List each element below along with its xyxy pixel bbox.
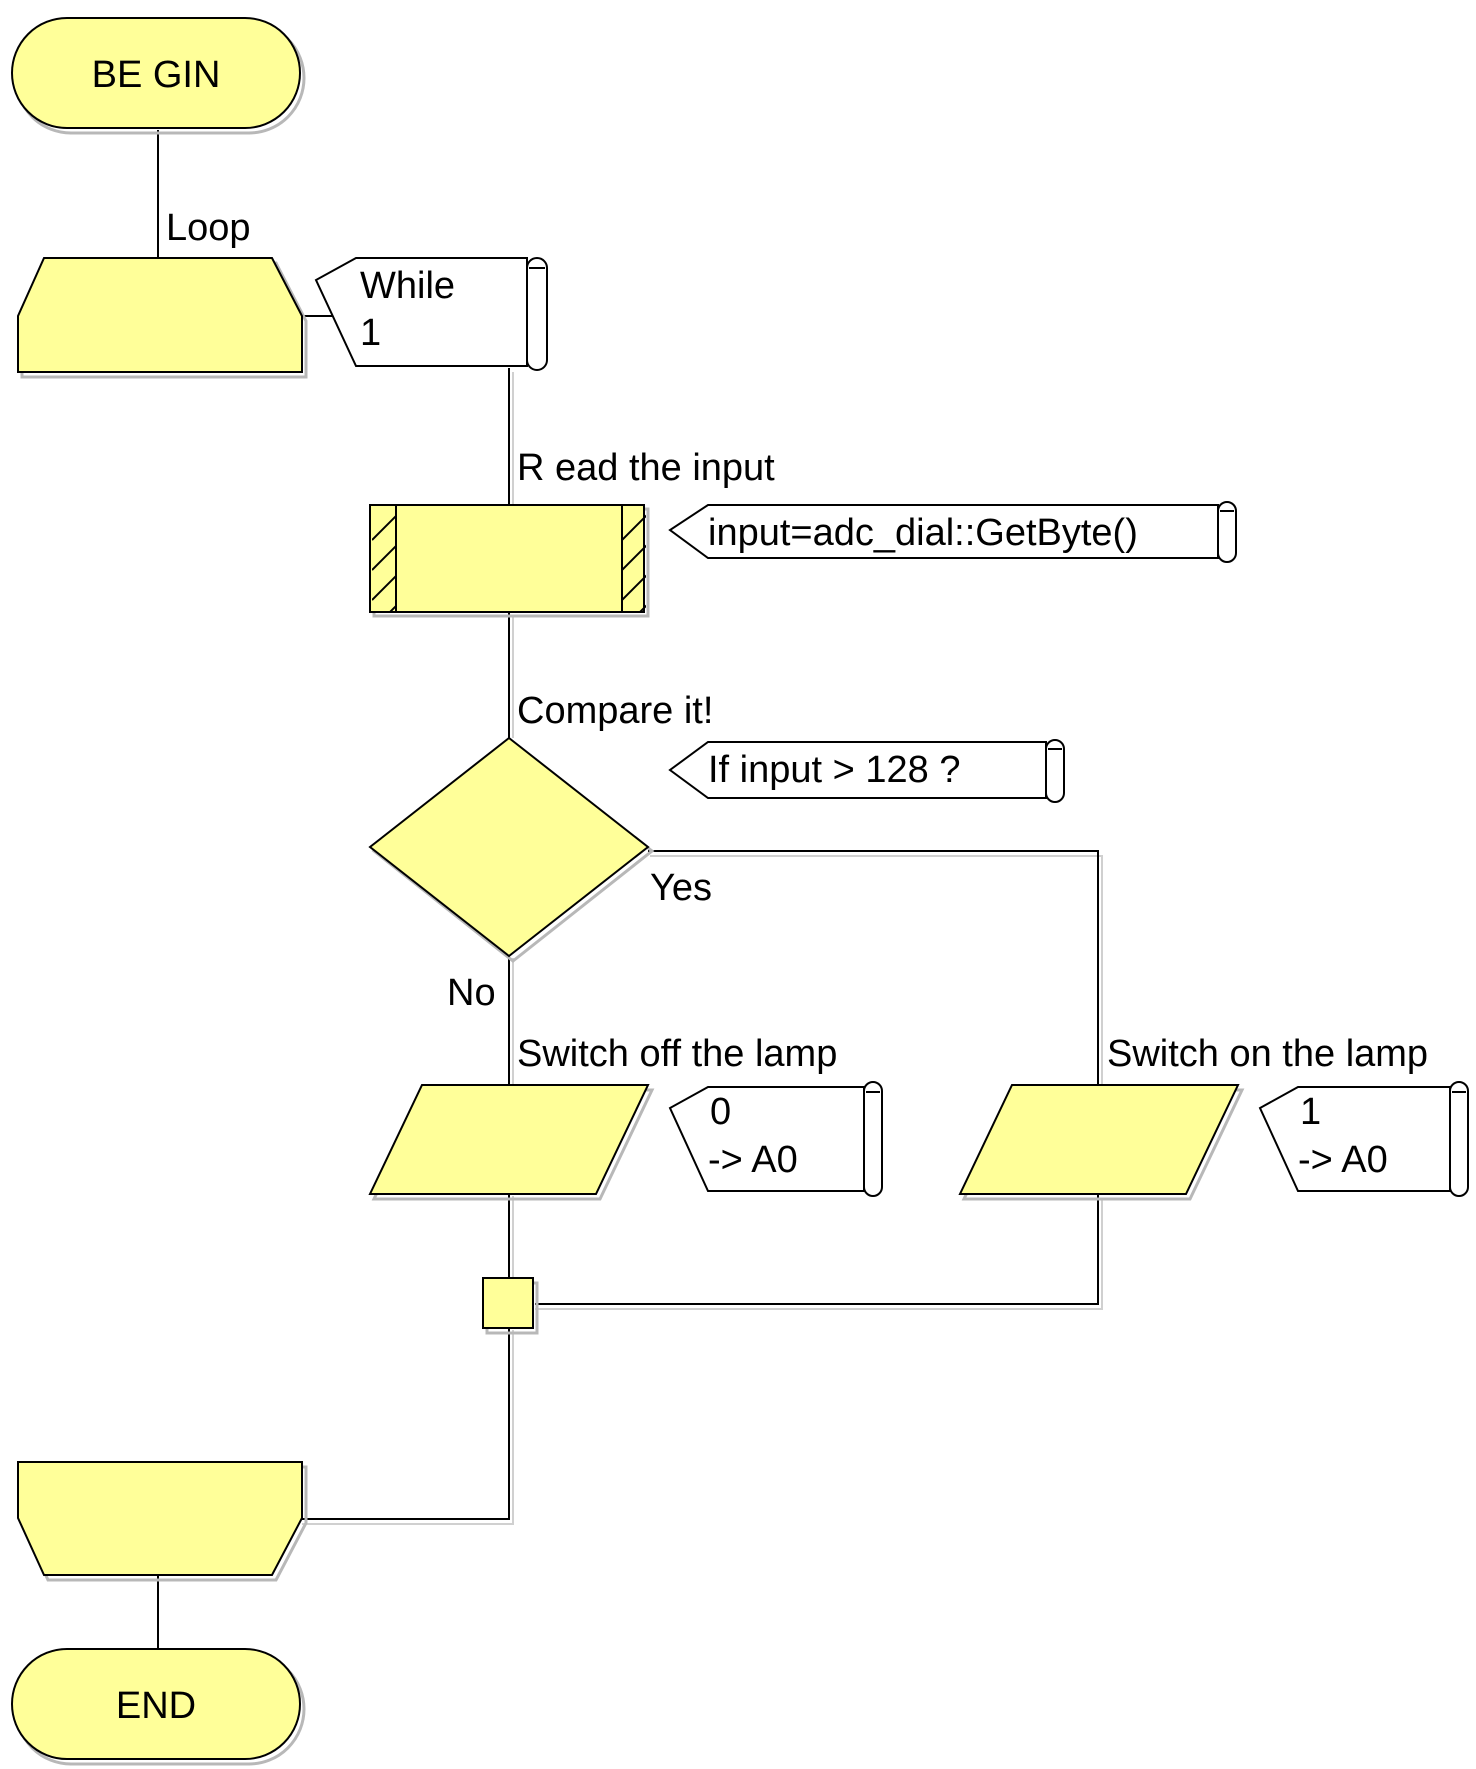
switch-on-note-line1: 1 [1300, 1091, 1321, 1133]
loop-label: Loop [166, 207, 251, 249]
switch-off-output[interactable] [368, 1084, 655, 1201]
switch-on-output[interactable] [958, 1084, 1245, 1201]
connector-lines [157, 130, 1103, 1649]
while-note-line1: While [360, 265, 455, 307]
end-label: END [116, 1685, 196, 1727]
read-input-block[interactable] [369, 504, 650, 630]
decision-note[interactable]: If input > 128 ? [668, 739, 1065, 803]
switch-off-note[interactable]: 0 -> A0 [668, 1081, 883, 1197]
while-note-line2: 1 [360, 312, 381, 354]
loop-start-block[interactable] [17, 257, 308, 379]
decision-note-text: If input > 128 ? [708, 749, 960, 791]
switch-on-note-line2: -> A0 [1298, 1139, 1388, 1181]
connector-decision-on [648, 850, 1099, 1085]
begin-label: BE GIN [92, 54, 221, 96]
connector-on-junction [535, 1194, 1099, 1305]
read-input-note-text: input=adc_dial::GetByte() [708, 512, 1138, 554]
no-label: No [447, 972, 496, 1014]
begin-terminal[interactable]: BE GIN [11, 17, 306, 135]
decision-block[interactable] [368, 736, 655, 963]
switch-off-note-line1: 0 [710, 1091, 731, 1133]
loop-end-block[interactable] [17, 1461, 308, 1582]
read-input-label: R ead the input [517, 447, 775, 489]
yes-label: Yes [650, 867, 712, 909]
end-terminal[interactable]: END [11, 1648, 306, 1766]
switch-off-note-line2: -> A0 [708, 1139, 798, 1181]
connector-junction-loopend [302, 1328, 510, 1520]
read-input-note[interactable]: input=adc_dial::GetByte() [668, 501, 1237, 563]
switch-off-label: Switch off the lamp [517, 1033, 837, 1075]
while-note[interactable]: While 1 [314, 257, 548, 371]
merge-junction[interactable] [482, 1277, 539, 1335]
decision-label: Compare it! [517, 690, 713, 732]
switch-on-label: Switch on the lamp [1107, 1033, 1428, 1075]
switch-on-note[interactable]: 1 -> A0 [1258, 1081, 1469, 1197]
